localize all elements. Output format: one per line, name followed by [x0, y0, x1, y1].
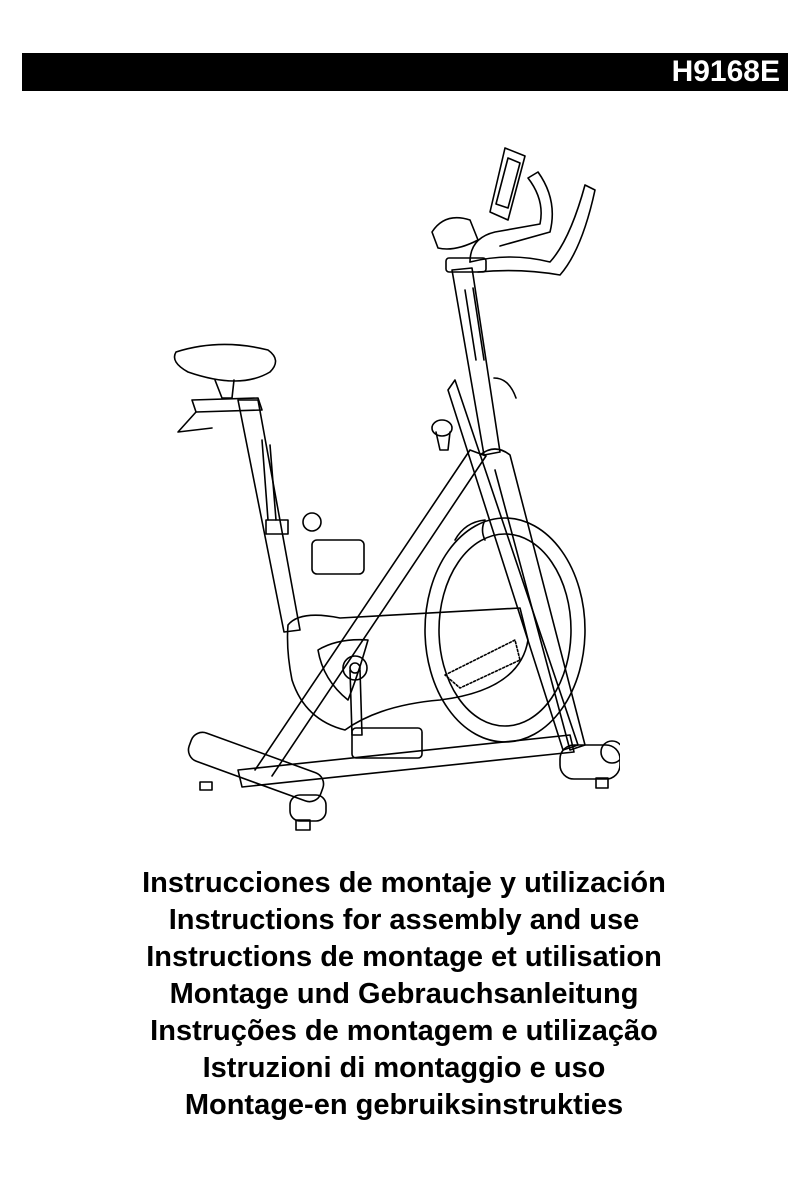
crank-pedals [311, 539, 423, 759]
exercise-bike-illustration [173, 147, 620, 831]
title-italian: Istruzioni di montaggio e uso [202, 1052, 606, 1084]
title-spanish: Instrucciones de montaje y utilización [142, 867, 666, 899]
resistance-knob [431, 419, 453, 451]
handlebar-assembly [431, 147, 596, 456]
model-header-bar: H9168E [22, 53, 788, 91]
seat-assembly [173, 343, 322, 633]
title-dutch: Montage-en gebruiksinstrukties [184, 1089, 624, 1121]
title-english: Instructions for assembly and use [168, 904, 640, 936]
chain-guard [286, 607, 529, 731]
rear-stabilizer [559, 740, 620, 789]
title-portuguese: Instruções de montagem e utilização [150, 1015, 658, 1047]
frame [254, 379, 586, 777]
model-code: H9168E [671, 55, 780, 88]
title-german: Montage und Gebrauchsanleitung [169, 978, 639, 1010]
flywheel [424, 517, 586, 743]
title-french: Instructions de montage et utilisation [146, 941, 662, 973]
manual-titles: Instrucciones de montaje y utilización I… [0, 865, 808, 1124]
front-stabilizer [187, 731, 327, 831]
